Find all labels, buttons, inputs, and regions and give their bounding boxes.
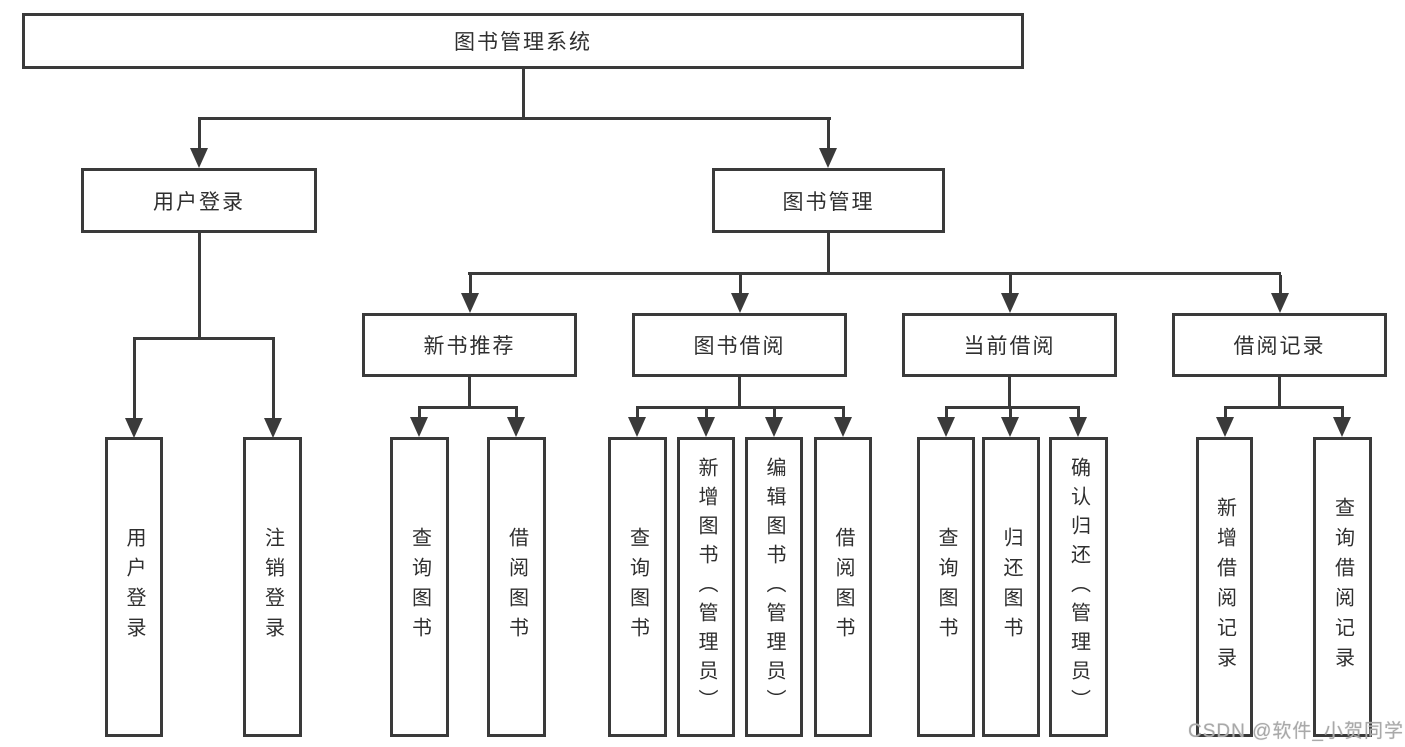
connector-line [468, 377, 471, 409]
connector-line [841, 409, 845, 417]
connector-line [197, 233, 201, 340]
arrow-down-icon [1001, 417, 1019, 437]
arrow-down-icon [1001, 293, 1019, 313]
leaf-return-books: 归还图书 [982, 437, 1040, 737]
arrow-down-icon [1271, 293, 1289, 313]
arrow-down-icon [190, 148, 208, 168]
connector-line [1008, 409, 1012, 417]
arrow-down-icon [410, 417, 428, 437]
connector-line [738, 377, 741, 409]
node-library-management-system: 图书管理系统 [22, 13, 1024, 69]
connector-line [1076, 409, 1080, 417]
connector-line [1340, 409, 1344, 417]
connector-line [944, 406, 1080, 409]
connector-line [827, 120, 830, 148]
node-user-login: 用户登录 [81, 168, 317, 233]
connector-line [514, 409, 518, 417]
arrow-down-icon [507, 417, 525, 437]
arrow-down-icon [819, 148, 837, 168]
connector-line [132, 340, 136, 418]
connector-line [1008, 275, 1012, 293]
arrow-down-icon [461, 293, 479, 313]
connector-line [1278, 275, 1282, 293]
node-book-management: 图书管理 [712, 168, 945, 233]
leaf-confirm-return-admin: 确认归还（管理员） [1049, 437, 1108, 737]
leaf-borrow-books: 借阅图书 [814, 437, 872, 737]
leaf-logout: 注销登录 [243, 437, 302, 737]
arrow-down-icon [264, 418, 282, 438]
leaf-borrow-books-recommend: 借阅图书 [487, 437, 546, 737]
arrow-down-icon [697, 417, 715, 437]
arrow-down-icon [731, 293, 749, 313]
arrow-down-icon [765, 417, 783, 437]
node-new-book-recommend: 新书推荐 [362, 313, 577, 377]
watermark: CSDN @软件_小贺同学 [1188, 721, 1404, 742]
connector-line [827, 233, 830, 275]
node-current-borrow: 当前借阅 [902, 313, 1117, 377]
leaf-query-books-recommend: 查询图书 [390, 437, 449, 737]
connector-line [417, 406, 518, 409]
connector-line [1223, 409, 1227, 417]
node-book-borrow: 图书借阅 [632, 313, 847, 377]
connector-line [772, 409, 776, 417]
leaf-add-books-admin: 新增图书（管理员） [677, 437, 735, 737]
connector-line [635, 409, 639, 417]
arrow-down-icon [1216, 417, 1234, 437]
arrow-down-icon [937, 417, 955, 437]
connector-line [197, 120, 201, 148]
arrow-down-icon [1333, 417, 1351, 437]
connector-line [1278, 377, 1281, 409]
connector-line [521, 69, 525, 120]
connector-line [704, 409, 708, 417]
leaf-user-login: 用户登录 [105, 437, 163, 737]
connector-line [635, 406, 845, 409]
arrow-down-icon [1069, 417, 1087, 437]
connector-line [197, 117, 831, 120]
connector-line [132, 337, 275, 340]
connector-line [417, 409, 421, 417]
connector-line [738, 275, 742, 293]
connector-line [468, 272, 1281, 275]
connector-line [271, 340, 275, 418]
connector-line [944, 409, 948, 417]
node-borrow-records: 借阅记录 [1172, 313, 1387, 377]
leaf-edit-books-admin: 编辑图书（管理员） [745, 437, 803, 737]
connector-line [1223, 406, 1344, 409]
leaf-query-borrow-record: 查询借阅记录 [1313, 437, 1372, 737]
leaf-add-borrow-record: 新增借阅记录 [1196, 437, 1253, 737]
leaf-query-books-borrow: 查询图书 [608, 437, 667, 737]
arrow-down-icon [628, 417, 646, 437]
arrow-down-icon [834, 417, 852, 437]
connector-line [468, 275, 472, 293]
connector-line [1008, 377, 1011, 409]
leaf-query-books-current: 查询图书 [917, 437, 975, 737]
arrow-down-icon [125, 418, 143, 438]
